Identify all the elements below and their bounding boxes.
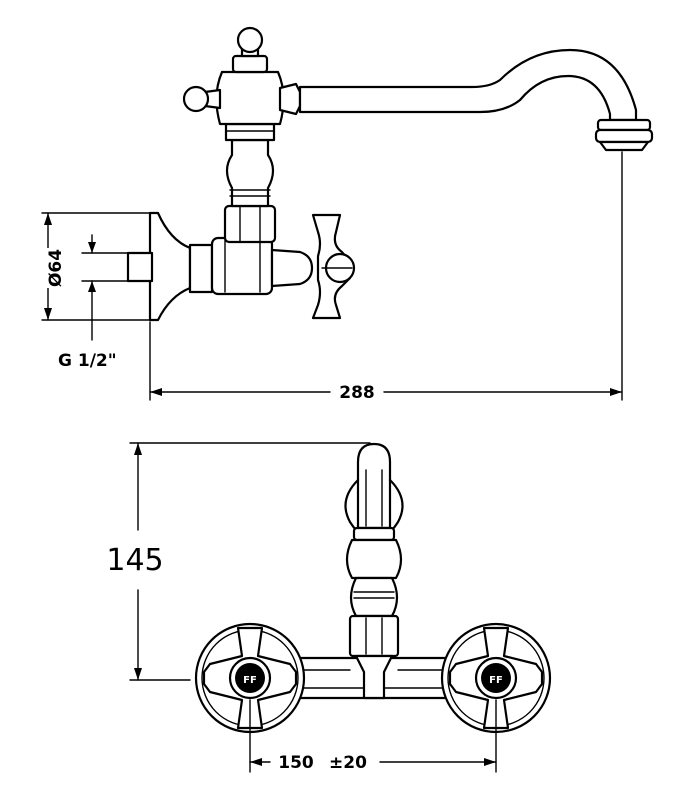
valve-body — [188, 243, 214, 294]
left-handle: FF — [194, 622, 306, 734]
spout-reach-label: 288 — [339, 383, 375, 403]
svg-text:FF: FF — [243, 675, 257, 686]
inlet-stub — [126, 251, 154, 283]
aerator — [594, 118, 654, 152]
left-lever-knob — [182, 85, 210, 113]
right-handle: FF — [440, 622, 552, 734]
dimension-centers: 150 ±20 — [249, 699, 497, 773]
front-view: 145 — [106, 442, 552, 773]
wall-flange — [148, 211, 192, 322]
top-body — [182, 26, 302, 126]
centers-tolerance-label: ±20 — [329, 753, 367, 773]
thread-label: G 1/2" — [58, 351, 117, 371]
top-knob — [236, 26, 264, 54]
column — [223, 122, 277, 244]
spout — [298, 48, 638, 122]
dimension-thread: G 1/2" — [58, 234, 129, 371]
height-label: 145 — [106, 543, 163, 578]
centers-label: 150 — [278, 753, 314, 773]
side-view: Ø64 G 1/2" 288 — [38, 26, 654, 403]
dimension-flange-diameter: Ø64 — [38, 212, 151, 321]
cross-handle-side — [311, 213, 356, 320]
dimension-spout-reach: 288 — [149, 151, 623, 403]
flange-diameter-label: Ø64 — [46, 249, 66, 287]
dimension-height: 145 — [106, 442, 371, 681]
svg-text:FF: FF — [489, 675, 503, 686]
front-column — [345, 526, 403, 658]
